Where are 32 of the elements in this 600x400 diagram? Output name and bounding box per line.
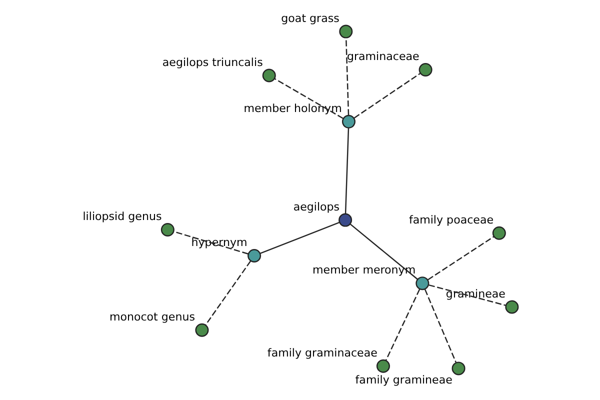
connector (204, 260, 251, 326)
node-label: family gramineae (354, 373, 452, 386)
node-label: family graminaceae (266, 346, 377, 360)
connector (424, 289, 456, 363)
node-circle (338, 213, 352, 227)
node-label: family poaceae (408, 214, 494, 227)
node-label: aegilops (292, 200, 340, 214)
node-label: graminaceae (346, 50, 419, 64)
node-circle (418, 63, 432, 77)
connector (260, 222, 340, 254)
node-circle (338, 24, 352, 38)
node-circle (262, 68, 276, 82)
node-circle (341, 114, 355, 128)
node-circle (247, 249, 261, 263)
node-label: aegilops triuncalis (162, 56, 262, 69)
node-circle (160, 222, 174, 236)
connector (427, 236, 494, 280)
node-label: member holonym (243, 102, 342, 116)
node-label: goat grass (280, 12, 339, 25)
node-label: monocot genus (108, 310, 194, 324)
node-circle (504, 300, 518, 314)
connector (344, 128, 349, 214)
node-circle (376, 359, 390, 373)
node-circle (194, 323, 208, 337)
node-label: liliopsid genus (82, 210, 162, 224)
connector (353, 72, 420, 118)
connector (274, 78, 343, 119)
node-circle (415, 276, 429, 290)
connector (344, 38, 349, 116)
node-circle (451, 362, 465, 376)
node-circle (492, 226, 506, 240)
connector (384, 289, 420, 360)
